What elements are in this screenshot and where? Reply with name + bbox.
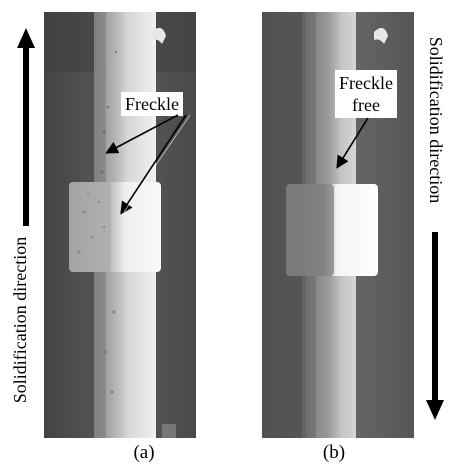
photo-a-freckled-casting bbox=[44, 12, 196, 438]
solidification-direction-label-b: Solidification direction bbox=[426, 36, 446, 204]
freckle-free-callout-line2: free bbox=[352, 95, 380, 115]
solidification-down-arrow bbox=[426, 232, 444, 420]
panel-label-b: (b) bbox=[322, 442, 346, 463]
freckle-free-callout-b: Freckle free bbox=[335, 70, 397, 118]
solidification-up-arrow bbox=[17, 28, 35, 226]
panel-label-a: (a) bbox=[133, 442, 155, 463]
freckle-free-callout-line1: Freckle bbox=[339, 73, 393, 93]
freckle-callout-a: Freckle bbox=[121, 92, 183, 116]
